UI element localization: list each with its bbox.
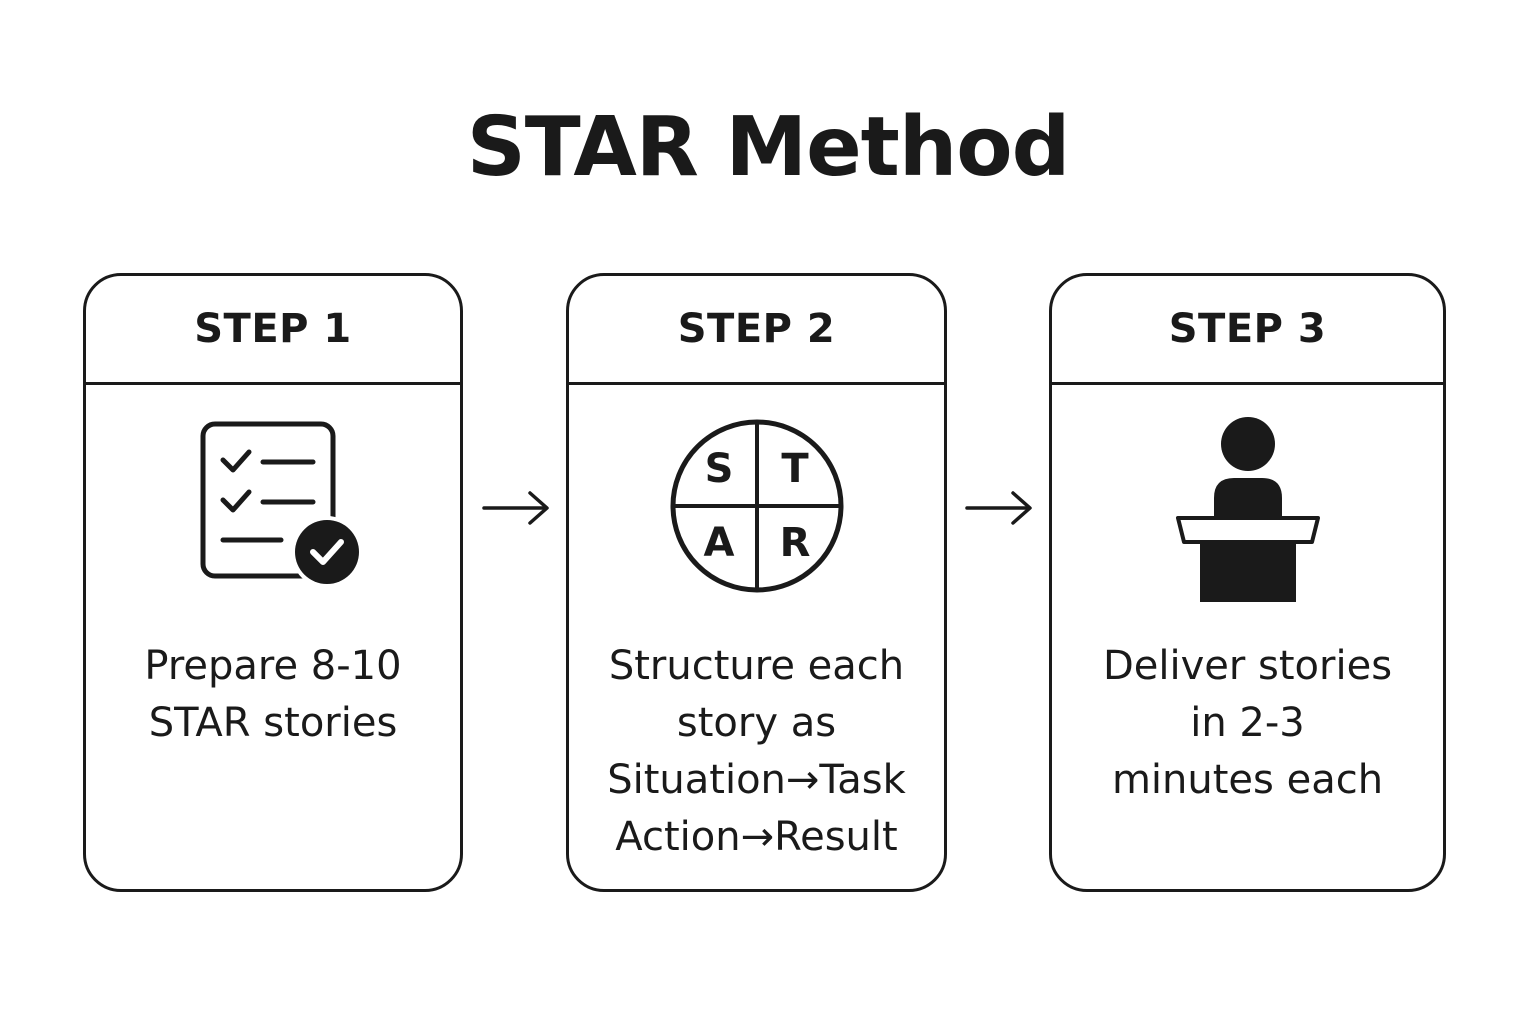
step-1-description: Prepare 8-10 STAR stories (144, 643, 402, 746)
checklist-icon (86, 416, 460, 606)
arrow-right-icon (482, 491, 549, 525)
quadrant-a-label: A (703, 520, 734, 566)
diagram-title: STAR Method (466, 100, 1071, 195)
step-2-description: Structure each story as Situation→Task A… (607, 643, 906, 860)
star-quadrant-icon: S T A R (569, 416, 944, 606)
step-3-card: STEP 3 Deliver stories in 2-3 minutes ea… (1049, 273, 1446, 892)
quadrant-t-label: T (781, 446, 809, 492)
arrow-right-icon (965, 491, 1032, 525)
step-1-card: STEP 1 Prepare 8-10 STAR stories (83, 273, 463, 892)
step-2-card: STEP 2 S T A R Structure each story as S… (566, 273, 947, 892)
quadrant-r-label: R (779, 520, 810, 566)
quadrant-s-label: S (704, 446, 733, 492)
speaker-podium-icon (1052, 416, 1443, 606)
step-2-header: STEP 2 (569, 276, 944, 385)
step-3-description: Deliver stories in 2-3 minutes each (1102, 643, 1393, 803)
step-3-header: STEP 3 (1052, 276, 1443, 385)
step-1-header: STEP 1 (86, 276, 460, 385)
